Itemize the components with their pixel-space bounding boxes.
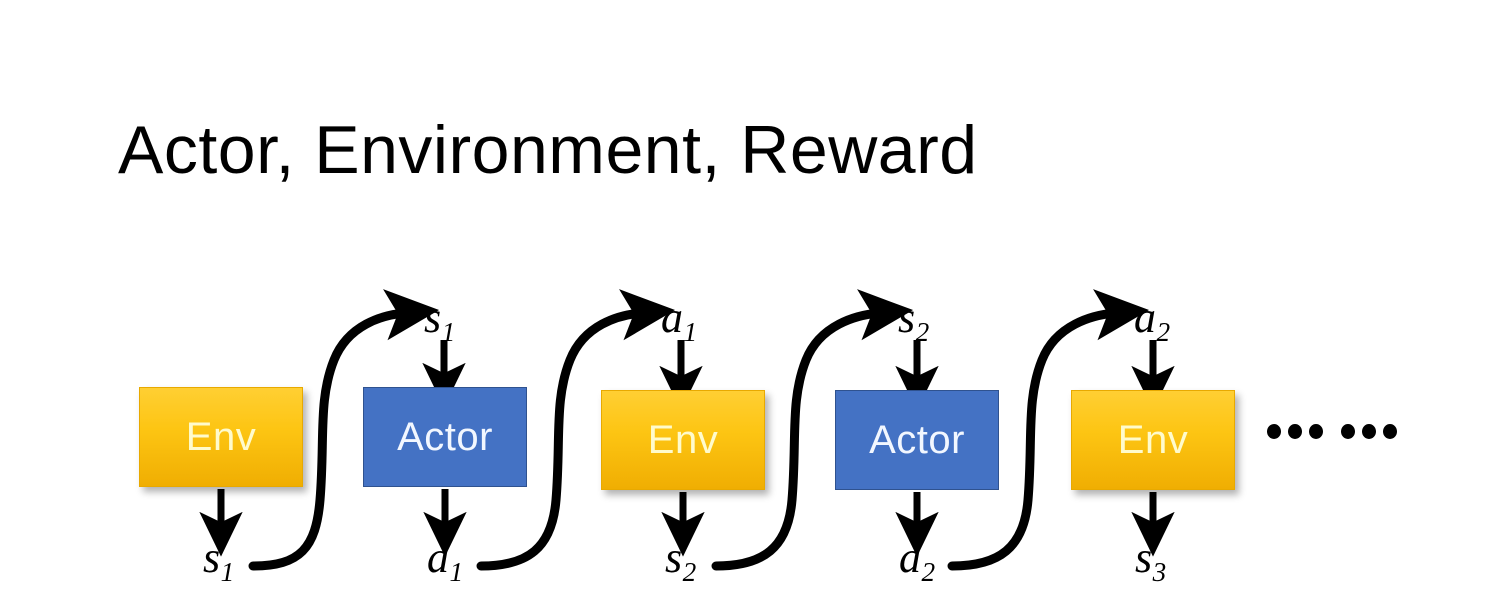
label-base: a <box>427 533 449 582</box>
down-arrows-into-boxes <box>422 340 1175 411</box>
ellipsis-gap <box>1330 431 1334 432</box>
label-subscript: 1 <box>683 316 698 347</box>
sequence-continues-ellipsis <box>1267 424 1397 439</box>
ellipsis-dot <box>1288 424 1302 439</box>
label-subscript: 1 <box>220 556 235 587</box>
label-state-s1-bottom: s1 <box>203 536 234 586</box>
ellipsis-dot <box>1362 424 1376 439</box>
label-base: s <box>1135 533 1153 582</box>
label-state-s3-bottom: s3 <box>1135 536 1166 586</box>
label-state-s2-bottom: s2 <box>665 536 696 586</box>
label-subscript: 3 <box>1152 556 1167 587</box>
curve-s2-to-top <box>711 289 914 571</box>
feedback-curves <box>248 289 1150 571</box>
node-env-1[interactable]: Env <box>139 387 303 487</box>
label-base: a <box>899 533 921 582</box>
node-actor-2[interactable]: Actor <box>835 390 999 490</box>
node-actor-2-label: Actor <box>869 417 965 462</box>
label-base: s <box>898 293 916 342</box>
ellipsis-dot <box>1309 424 1323 439</box>
label-subscript: 1 <box>441 316 456 347</box>
label-base: a <box>661 293 683 342</box>
label-subscript: 2 <box>1156 316 1171 347</box>
label-subscript: 2 <box>682 556 697 587</box>
label-subscript: 2 <box>921 556 936 587</box>
node-env-3-label: Env <box>1117 417 1189 462</box>
page-title: Actor, Environment, Reward <box>118 112 978 188</box>
node-actor-1-label: Actor <box>397 414 493 459</box>
curve-a1-to-top <box>476 289 676 571</box>
label-subscript: 2 <box>915 316 930 347</box>
label-action-a2-bottom: a2 <box>899 536 935 586</box>
node-actor-1[interactable]: Actor <box>363 387 527 487</box>
curve-a2-to-top <box>947 289 1150 571</box>
label-base: s <box>203 533 221 582</box>
label-base: a <box>1134 293 1156 342</box>
ellipsis-dot <box>1383 424 1397 439</box>
node-env-2[interactable]: Env <box>601 390 765 490</box>
label-action-a1-bottom: a1 <box>427 536 463 586</box>
label-action-a2-top: a2 <box>1134 296 1170 346</box>
label-base: s <box>424 293 442 342</box>
label-subscript: 1 <box>449 556 464 587</box>
down-arrows-out-of-boxes <box>199 489 1175 557</box>
ellipsis-dot <box>1267 424 1281 439</box>
label-state-s2-top: s2 <box>898 296 929 346</box>
node-env-1-label: Env <box>185 414 257 459</box>
ellipsis-dot <box>1341 424 1355 439</box>
node-env-3[interactable]: Env <box>1071 390 1235 490</box>
curve-s1-to-top <box>248 289 440 571</box>
label-action-a1-top: a1 <box>661 296 697 346</box>
label-base: s <box>665 533 683 582</box>
node-env-2-label: Env <box>647 417 719 462</box>
label-state-s1-top: s1 <box>424 296 455 346</box>
